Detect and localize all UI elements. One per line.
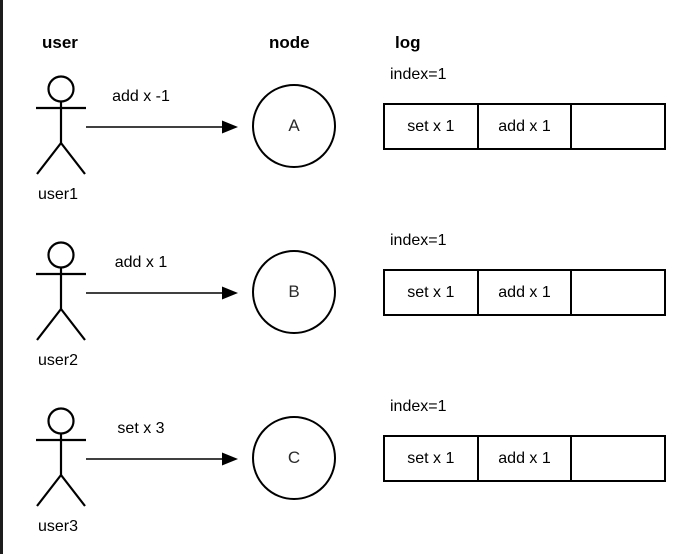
column-header-node: node <box>269 33 310 52</box>
left-border-line <box>0 0 3 554</box>
log-cell: add x 1 <box>479 271 573 314</box>
log-cell-empty <box>572 105 664 148</box>
user-name-label: user2 <box>38 352 79 369</box>
column-header-user: user <box>42 33 78 52</box>
user-name-label: user3 <box>38 518 79 535</box>
command-label: add x 1 <box>114 254 168 271</box>
node-circle: B <box>252 250 336 334</box>
right-arrow-icon <box>86 452 238 466</box>
log-table: set x 1 add x 1 <box>383 435 666 482</box>
node-circle: C <box>252 416 336 500</box>
log-cell: add x 1 <box>479 105 573 148</box>
person-stick-figure-icon <box>36 241 86 341</box>
diagram-row-user2: add x 1 B user2 index=1 set x 1 add x 1 <box>0 226 691 392</box>
right-arrow-icon <box>86 286 238 300</box>
node-label: B <box>288 282 300 301</box>
node-circle: A <box>252 84 336 168</box>
person-stick-figure-icon <box>36 75 86 175</box>
log-cell: set x 1 <box>385 105 479 148</box>
user-name-label: user1 <box>38 186 79 203</box>
command-label: add x -1 <box>112 88 170 105</box>
log-table: set x 1 add x 1 <box>383 269 666 316</box>
log-cell: set x 1 <box>385 437 479 480</box>
node-label: C <box>287 448 301 467</box>
log-cell: add x 1 <box>479 437 573 480</box>
log-cell-empty <box>572 437 664 480</box>
node-label: A <box>288 116 300 135</box>
log-cell: set x 1 <box>385 271 479 314</box>
diagram-row-user3: set x 3 C user3 index=1 set x 1 add x 1 <box>0 392 691 554</box>
log-index-label: index=1 <box>390 232 447 249</box>
log-index-label: index=1 <box>390 398 447 415</box>
log-table: set x 1 add x 1 <box>383 103 666 150</box>
command-label: set x 3 <box>117 420 165 437</box>
column-header-log: log <box>395 33 421 52</box>
right-arrow-icon <box>86 120 238 134</box>
log-cell-empty <box>572 271 664 314</box>
person-stick-figure-icon <box>36 407 86 507</box>
log-index-label: index=1 <box>390 66 447 83</box>
diagram-row-user1: add x -1 A user1 index=1 set x 1 add x 1 <box>0 60 691 226</box>
